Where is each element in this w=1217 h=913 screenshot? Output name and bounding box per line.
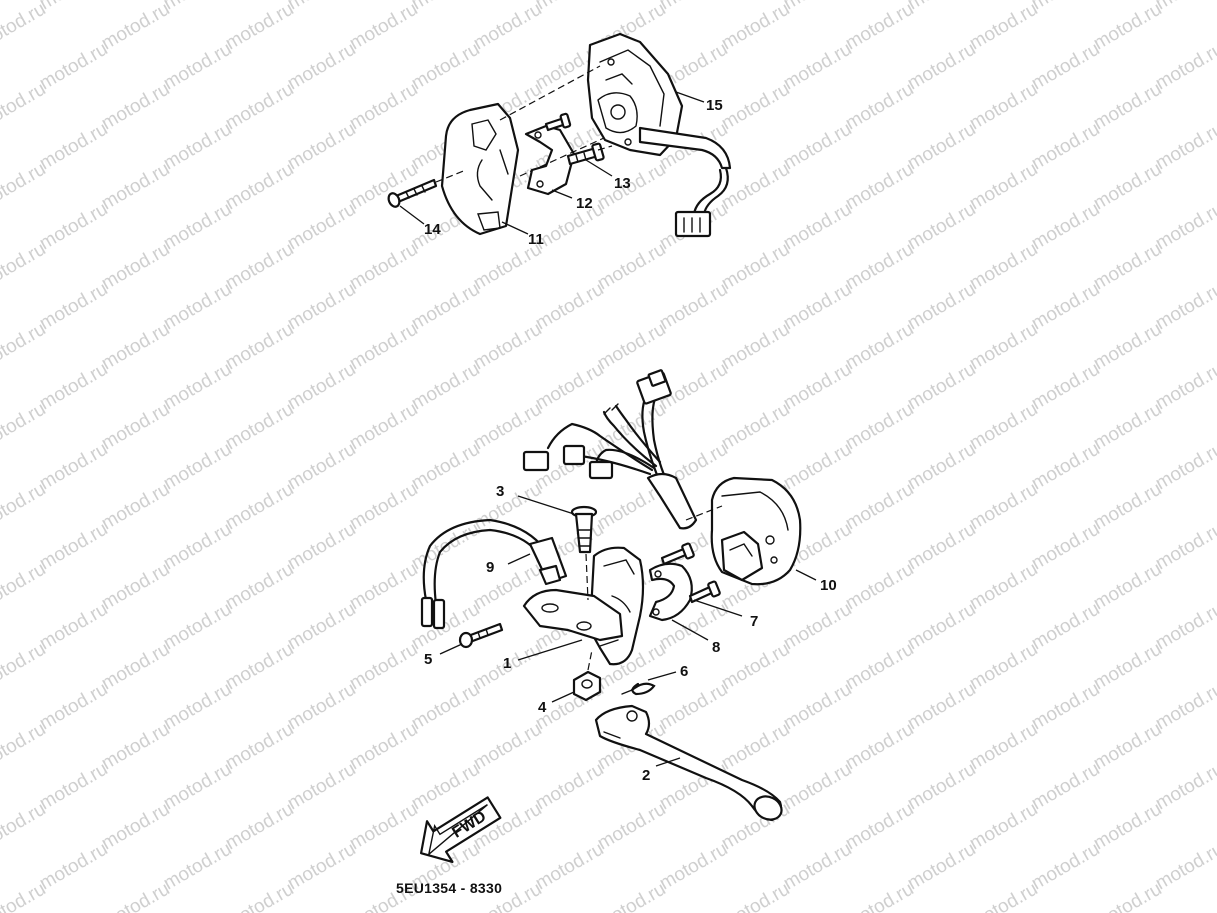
callout-5: 5 (424, 651, 432, 668)
part-8-clamp (648, 562, 693, 622)
callout-13: 13 (614, 175, 631, 192)
callout-1: 1 (503, 655, 511, 672)
part-1-lever-bracket (522, 546, 645, 666)
part-12-clamp (524, 124, 576, 196)
part-2-lever (594, 704, 783, 822)
callout-11: 11 (528, 231, 544, 248)
part-6-spring (621, 682, 656, 696)
part-7-screw (688, 580, 721, 604)
upper-small-screw (544, 112, 572, 132)
part-4-nut (572, 649, 602, 702)
callout-labels: 1 2 3 4 5 6 7 8 9 10 11 12 13 14 15 (424, 97, 837, 784)
part-10-switch-housing (685, 476, 802, 586)
fwd-direction-arrow: FWD (419, 796, 502, 863)
part-11-cover (440, 102, 520, 236)
callout-9: 9 (486, 559, 494, 576)
callout-7: 7 (750, 613, 758, 630)
callout-14: 14 (424, 221, 441, 238)
lower-lever-assembly (420, 369, 817, 822)
callout-12: 12 (576, 195, 593, 212)
callout-6: 6 (680, 663, 688, 680)
part-13-screw (566, 142, 605, 166)
part-3-pivot-bolt (570, 505, 598, 601)
callout-2: 2 (642, 767, 650, 784)
part-14-screw (387, 178, 438, 208)
callout-8: 8 (712, 639, 720, 656)
drawing-code: 5EU1354 - 8330 (396, 880, 503, 896)
part-9-cable-sensor (420, 518, 568, 630)
callout-4: 4 (538, 699, 547, 716)
bracket-screw-upper (660, 542, 695, 566)
callout-3: 3 (496, 483, 504, 500)
part-15-switch-housing (586, 32, 732, 238)
callout-10: 10 (820, 577, 837, 594)
callout-15: 15 (706, 97, 723, 114)
part-5-bolt (458, 622, 504, 649)
upper-switch-assembly (387, 32, 732, 238)
wire-harness (522, 369, 698, 530)
